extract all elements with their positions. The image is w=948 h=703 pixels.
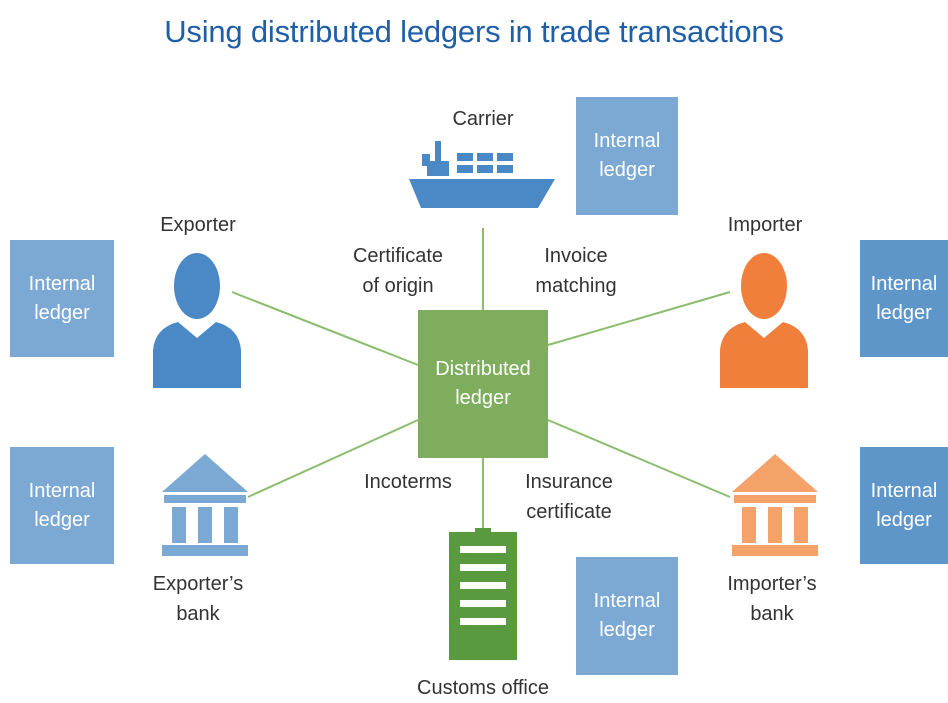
internal-ledger-line2: ledger <box>599 159 655 181</box>
exporters-bank-line2: bank <box>176 603 220 625</box>
certificate-of-origin-label: Certificate of origin <box>328 241 468 301</box>
bank-icon <box>162 454 248 556</box>
invoice-line1: Invoice <box>544 245 608 267</box>
incoterms-label: Incoterms <box>364 471 452 493</box>
internal-ledger-line2: ledger <box>876 508 932 531</box>
exporters-bank-label: Exporter’s bank <box>133 569 263 629</box>
distributed-ledger-box: Distributed ledger <box>418 310 548 458</box>
internal-ledger-line2: ledger <box>34 301 90 324</box>
internal-ledger-importer: Internal ledger <box>860 240 948 357</box>
internal-ledger-line1: Internal <box>870 479 938 502</box>
internal-ledger-line2: ledger <box>599 619 655 641</box>
internal-ledger-line2: ledger <box>34 508 90 531</box>
link-exporter <box>231 291 419 366</box>
importers-bank-label: Importer’s bank <box>707 569 837 629</box>
carrier-label: Carrier <box>452 108 514 130</box>
insurance-line2: certificate <box>526 501 612 523</box>
exporters-bank-line1: Exporter’s <box>152 573 244 595</box>
ship-icon <box>409 141 555 208</box>
distributed-ledger-line2: ledger <box>455 387 511 409</box>
certificate-line1: Certificate <box>352 245 444 267</box>
internal-ledger-customs: Internal ledger <box>576 557 678 675</box>
distributed-ledger-line1: Distributed <box>435 358 531 380</box>
person-icon <box>720 253 808 388</box>
importers-bank-line2: bank <box>750 603 794 625</box>
diagram-title: Using distributed ledgers in trade trans… <box>164 14 784 49</box>
link-importers-bank <box>547 419 731 498</box>
invoice-matching-label: Invoice matching <box>511 241 641 301</box>
internal-ledger-line1: Internal <box>593 130 661 152</box>
internal-ledger-line1: Internal <box>593 590 661 612</box>
internal-ledger-carrier: Internal ledger <box>576 97 678 215</box>
link-exporters-bank <box>247 419 419 498</box>
internal-ledger-line1: Internal <box>870 272 938 295</box>
internal-ledger-line2: ledger <box>876 301 932 324</box>
internal-ledger-line1: Internal <box>28 272 96 295</box>
insurance-certificate-label: Insurance certificate <box>504 467 634 527</box>
link-importer <box>547 291 731 346</box>
certificate-line2: of origin <box>362 275 434 297</box>
importer-label: Importer <box>727 214 803 236</box>
building-icon <box>449 528 517 660</box>
importers-bank-line1: Importer’s <box>727 573 817 595</box>
exporter-label: Exporter <box>160 214 236 236</box>
internal-ledger-line1: Internal <box>28 479 96 502</box>
internal-ledger-exporter: Internal ledger <box>10 240 114 357</box>
person-icon <box>153 253 241 388</box>
internal-ledger-importers-bank: Internal ledger <box>860 447 948 564</box>
bank-icon <box>732 454 818 556</box>
invoice-line2: matching <box>535 275 617 297</box>
customs-office-label: Customs office <box>417 677 549 699</box>
insurance-line1: Insurance <box>525 471 613 493</box>
internal-ledger-exporters-bank: Internal ledger <box>10 447 114 564</box>
